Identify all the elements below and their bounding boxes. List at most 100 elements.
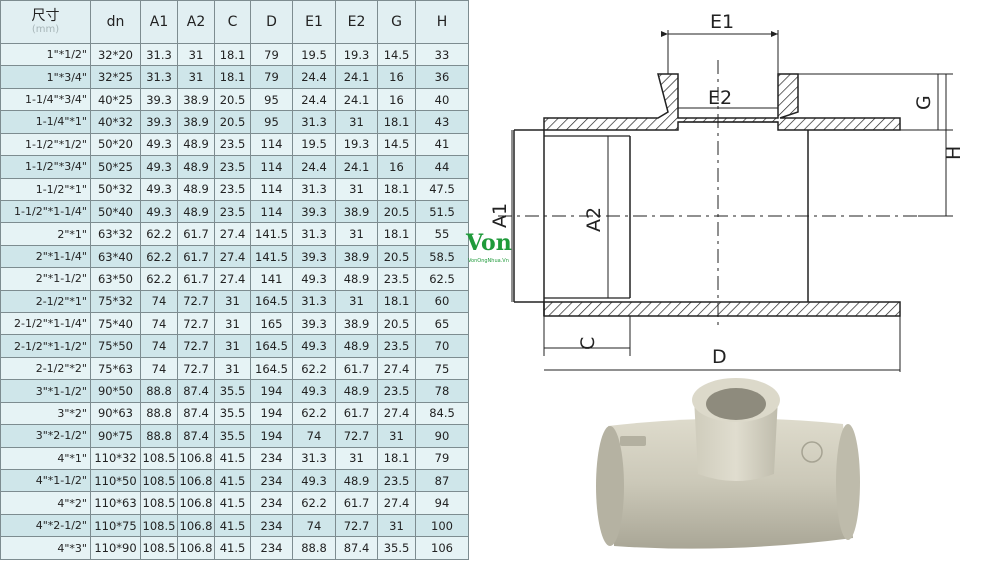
label-c: C <box>577 337 599 350</box>
cell-size: 1-1/2"*1/2" <box>0 132 91 157</box>
cell-g: 20.5 <box>377 199 416 224</box>
cell-e1: 31.3 <box>292 289 336 314</box>
cell-e1: 62.2 <box>292 356 336 381</box>
cell-size: 3"*1-1/2" <box>0 379 91 403</box>
cell-h: 33 <box>415 42 469 67</box>
watermark-logo-svg: Von VonOngNhua.Vn <box>465 230 512 264</box>
cell-g: 18.1 <box>377 110 416 134</box>
cell-d: 114 <box>250 177 293 201</box>
cell-e2: 48.9 <box>335 379 378 403</box>
cell-c: 18.1 <box>214 65 251 89</box>
label-a2: A2 <box>583 207 605 232</box>
cell-e1: 74 <box>292 513 336 538</box>
cell-d: 114 <box>250 199 293 224</box>
header-size: 尺寸 (mm) <box>0 0 91 44</box>
cell-h: 36 <box>415 65 469 89</box>
cell-a2: 106.8 <box>177 446 215 471</box>
cell-size: 1-1/4"*3/4" <box>0 87 91 112</box>
cell-c: 31 <box>214 312 251 336</box>
cell-h: 100 <box>415 513 469 538</box>
cell-g: 35.5 <box>377 536 416 560</box>
label-e2: E2 <box>708 87 732 109</box>
cell-c: 31 <box>214 289 251 314</box>
cell-g: 18.1 <box>377 446 416 471</box>
watermark-subtext: VonOngNhua.Vn <box>468 258 509 264</box>
cell-a1: 62.2 <box>140 222 178 246</box>
cell-e1: 24.4 <box>292 65 336 89</box>
cell-a1: 31.3 <box>140 42 178 67</box>
cell-e1: 24.4 <box>292 155 336 179</box>
cell-size: 2-1/2"*2" <box>0 356 91 381</box>
cell-dn: 110*50 <box>90 469 141 493</box>
watermark-text: Von <box>465 230 512 256</box>
cell-g: 16 <box>377 65 416 89</box>
cell-e2: 38.9 <box>335 199 378 224</box>
cell-c: 27.4 <box>214 267 251 291</box>
cell-g: 18.1 <box>377 289 416 314</box>
header-e2: E2 <box>335 0 378 44</box>
cell-dn: 50*25 <box>90 155 141 179</box>
cell-h: 43 <box>415 110 469 134</box>
header-e1: E1 <box>292 0 336 44</box>
cell-a1: 108.5 <box>140 446 178 471</box>
cell-e1: 31.3 <box>292 177 336 201</box>
cell-d: 95 <box>250 87 293 112</box>
cell-a1: 74 <box>140 356 178 381</box>
cell-c: 35.5 <box>214 424 251 448</box>
cell-dn: 50*20 <box>90 132 141 157</box>
cell-dn: 50*40 <box>90 199 141 224</box>
cell-h: 84.5 <box>415 401 469 426</box>
cell-a1: 49.3 <box>140 177 178 201</box>
cell-c: 41.5 <box>214 469 251 493</box>
cell-a1: 74 <box>140 312 178 336</box>
cell-h: 75 <box>415 356 469 381</box>
cell-size: 2"*1-1/2" <box>0 267 91 291</box>
label-d: D <box>712 346 727 368</box>
cell-c: 23.5 <box>214 132 251 157</box>
header-d: D <box>250 0 293 44</box>
cell-e2: 48.9 <box>335 469 378 493</box>
cell-e2: 38.9 <box>335 312 378 336</box>
cell-g: 27.4 <box>377 401 416 426</box>
cell-c: 31 <box>214 356 251 381</box>
cell-dn: 75*50 <box>90 334 141 358</box>
header-a2: A2 <box>177 0 215 44</box>
cell-h: 51.5 <box>415 199 469 224</box>
cell-h: 55 <box>415 222 469 246</box>
cell-size: 2-1/2"*1-1/4" <box>0 312 91 336</box>
cell-h: 87 <box>415 469 469 493</box>
cell-e1: 49.3 <box>292 469 336 493</box>
cell-g: 27.4 <box>377 491 416 515</box>
cell-c: 41.5 <box>214 446 251 471</box>
cell-size: 1-1/2"*3/4" <box>0 155 91 179</box>
cell-size: 4"*2-1/2" <box>0 513 91 538</box>
cell-a1: 108.5 <box>140 513 178 538</box>
cell-a2: 87.4 <box>177 379 215 403</box>
cell-c: 31 <box>214 334 251 358</box>
cell-a1: 88.8 <box>140 401 178 426</box>
cell-c: 18.1 <box>214 42 251 67</box>
cell-g: 31 <box>377 513 416 538</box>
cell-e1: 39.3 <box>292 312 336 336</box>
cell-c: 35.5 <box>214 401 251 426</box>
brand-watermark: Von VonOngNhua.Vn <box>462 226 526 272</box>
cell-c: 41.5 <box>214 536 251 560</box>
cell-a2: 72.7 <box>177 334 215 358</box>
header-size-unit: (mm) <box>31 24 60 35</box>
cell-e2: 31 <box>335 222 378 246</box>
cell-g: 20.5 <box>377 312 416 336</box>
cell-d: 234 <box>250 469 293 493</box>
cell-size: 3"*2-1/2" <box>0 424 91 448</box>
cell-size: 2-1/2"*1" <box>0 289 91 314</box>
